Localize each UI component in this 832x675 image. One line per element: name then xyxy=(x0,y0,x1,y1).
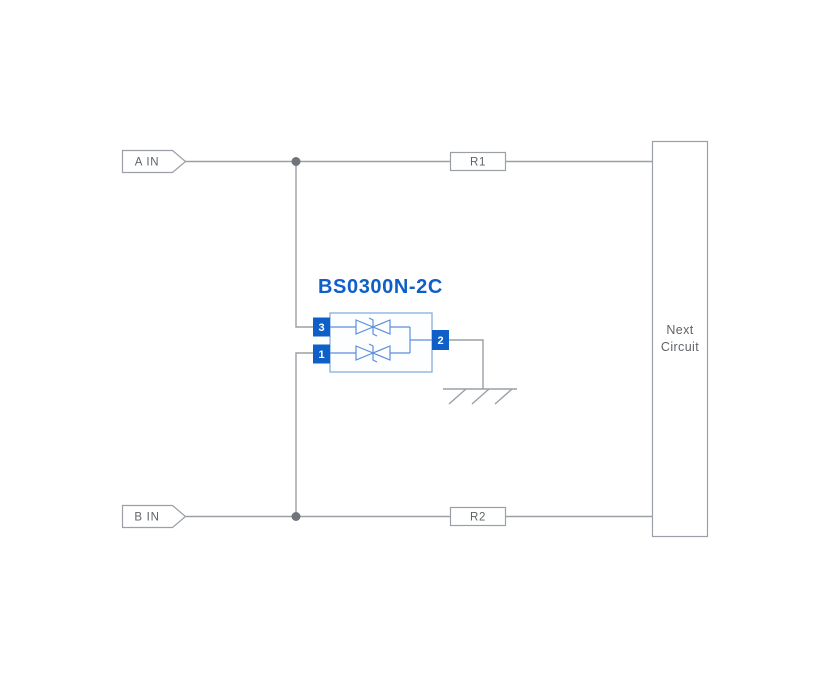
resistor-r2: R2 xyxy=(449,506,507,527)
junction-dot-top xyxy=(291,157,301,166)
pin-3-pad xyxy=(313,317,330,337)
pin-2-pad xyxy=(432,330,449,350)
input-flag-b-label: B IN xyxy=(134,512,159,524)
tvs-component: 3 1 2 xyxy=(313,312,449,373)
component-body xyxy=(329,312,433,373)
input-flag-b: B IN xyxy=(121,504,187,529)
resistor-r1-label: R1 xyxy=(470,157,486,169)
pin-2: 2 xyxy=(432,330,449,350)
diode-network xyxy=(330,317,432,363)
pin-3-number: 3 xyxy=(318,322,324,334)
pin-2-number: 2 xyxy=(437,335,443,347)
resistor-r2-box xyxy=(449,506,507,527)
input-flag-a-shape xyxy=(121,149,187,174)
resistor-r1-box xyxy=(449,151,507,172)
ground-slash-1 xyxy=(448,388,467,405)
pin-1-number: 1 xyxy=(318,349,324,361)
next-circuit-box xyxy=(651,140,709,538)
ground-slash-2 xyxy=(471,388,490,405)
wire-pin2-to-ground xyxy=(449,339,484,389)
diode-bottom-anode xyxy=(355,345,375,361)
resistor-r2-label: R2 xyxy=(470,512,486,524)
next-circuit-block: Next Circuit xyxy=(651,140,709,538)
diode-top-cathode-bar xyxy=(368,317,378,337)
wire-junction-to-pin1 xyxy=(295,352,313,517)
next-circuit-label-line1: Next xyxy=(666,323,693,337)
resistor-r1: R1 xyxy=(449,151,507,172)
wire-junction-to-pin3 xyxy=(295,161,313,328)
diode-bottom-cathode-bar xyxy=(368,343,378,363)
component-title: BS0300N-2C xyxy=(318,276,443,298)
input-flag-b-shape xyxy=(121,504,187,529)
ground-slash-3 xyxy=(494,388,513,405)
chassis-ground-icon xyxy=(443,388,517,405)
junction-dot-bottom xyxy=(291,512,301,521)
input-flag-a: A IN xyxy=(121,149,187,174)
pin-1-pad xyxy=(313,344,330,364)
pin-1: 1 xyxy=(313,344,330,364)
diode-top-anode xyxy=(355,319,375,335)
next-circuit-label-line2: Circuit xyxy=(661,340,699,354)
wires xyxy=(185,160,653,518)
input-flag-a-label: A IN xyxy=(135,157,160,169)
pin-3: 3 xyxy=(313,317,330,337)
